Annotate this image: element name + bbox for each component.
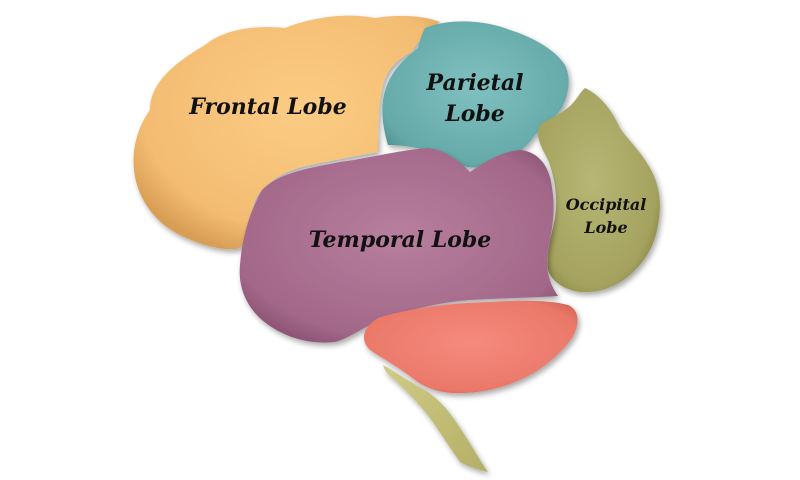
temporal-lobe-label: Temporal Lobe	[309, 227, 492, 253]
frontal-lobe-region	[133, 15, 441, 250]
temporal-lobe-region	[239, 148, 558, 343]
brainstem-region	[383, 365, 488, 472]
occipital-lobe-region	[537, 88, 660, 293]
occipital-lobe-label-line2: Lobe	[583, 218, 627, 237]
parietal-lobe-label-line1: Parietal	[426, 70, 524, 96]
parietal-lobe-region	[382, 21, 569, 168]
occipital-lobe-label-line1: Occipital	[566, 195, 647, 214]
frontal-lobe-label: Frontal Lobe	[188, 94, 346, 120]
cerebellum-region	[363, 300, 578, 394]
parietal-lobe-label-line2: Lobe	[444, 101, 505, 127]
